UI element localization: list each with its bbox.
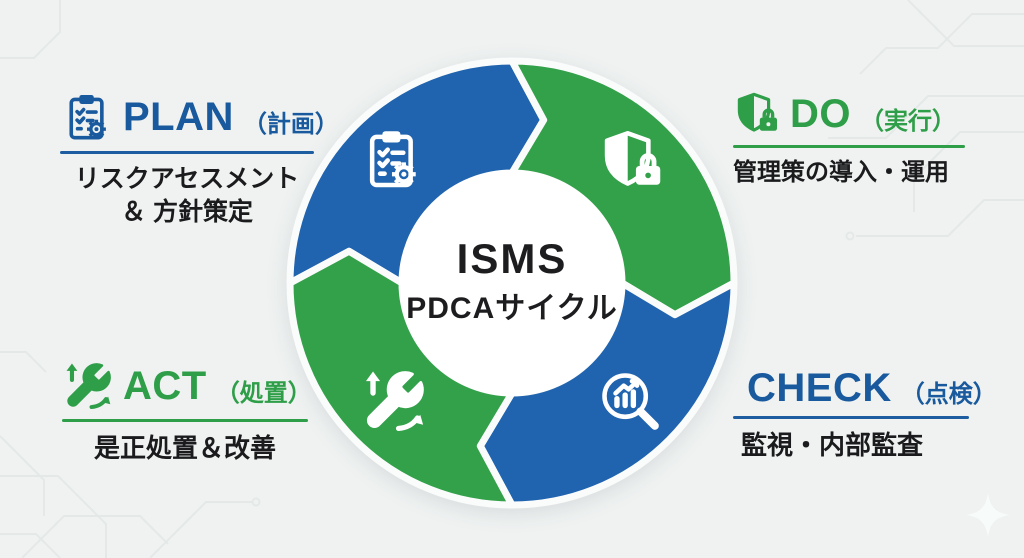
check-description: 監視・内部監査 — [733, 428, 969, 462]
act-description: 是正処置＆改善 — [62, 431, 308, 465]
plan-underline — [60, 151, 314, 154]
act-section: ACT （処置） 是正処置＆改善 — [62, 360, 312, 465]
do-description-line1: 管理策の導入・運用 — [733, 159, 949, 186]
diagram-title-line1: ISMS — [456, 235, 568, 283]
do-header: DO （実行） — [733, 90, 965, 138]
check-annotation: （点検） — [900, 381, 997, 408]
check-label: CHECK — [747, 365, 892, 410]
plan-label: PLAN — [123, 95, 234, 139]
do-underline — [733, 145, 965, 148]
pdca-cycle-ring — [286, 57, 738, 509]
plan-description-line2: ＆ 方針策定 — [121, 198, 253, 226]
act-label: ACT — [123, 364, 207, 408]
check-underline — [733, 416, 969, 419]
act-annotation: （処置） — [215, 379, 312, 407]
do-label: DO — [790, 92, 851, 136]
plan-description: リスクアセスメント ＆ 方針策定 — [60, 163, 314, 229]
act-header: ACT （処置） — [62, 360, 312, 412]
diagram-title-line2: PDCAサイクル — [406, 292, 618, 326]
check-description-line1: 監視・内部監査 — [741, 430, 924, 460]
plan-annotation: （計画） — [242, 110, 339, 138]
wrench-arrows-icon — [62, 360, 114, 412]
act-underline — [62, 419, 308, 422]
do-annotation: （実行） — [860, 107, 956, 135]
plan-header: PLAN （計画） — [60, 90, 339, 144]
check-header: CHECK （点検） — [733, 365, 997, 410]
shield-lock-icon — [737, 92, 779, 133]
clipboard-gear-icon — [69, 93, 108, 141]
diagram-title: ISMS PDCAサイクル — [406, 235, 618, 327]
act-description-line1: 是正処置＆改善 — [93, 433, 276, 463]
plan-section: PLAN （計画） リスクアセスメント ＆ 方針策定 — [60, 90, 339, 229]
center-circle — [399, 170, 625, 396]
plan-description-line1: リスクアセスメント — [74, 165, 300, 193]
do-section: DO （実行） 管理策の導入・運用 — [733, 90, 965, 189]
sparkle-icon — [966, 493, 1010, 537]
do-description: 管理策の導入・運用 — [733, 157, 965, 189]
check-section: CHECK （点検） 監視・内部監査 — [733, 365, 997, 462]
